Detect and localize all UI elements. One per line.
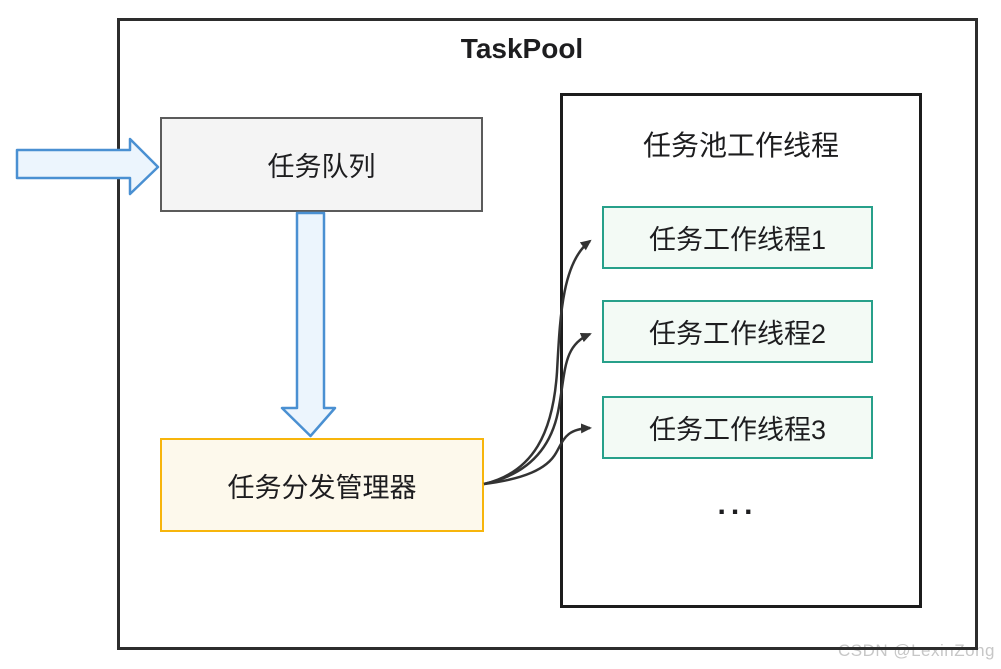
dispatch-manager-label: 任务分发管理器 [227, 472, 417, 503]
task-queue-label: 任务队列 [267, 152, 376, 182]
dispatch-manager-box: 任务分发管理器 [160, 438, 484, 532]
worker-thread-3-box: 任务工作线程3 [602, 396, 873, 459]
worker-thread-3-label: 任务工作线程3 [648, 415, 827, 445]
worker-thread-2-label: 任务工作线程2 [648, 319, 827, 349]
task-queue-box: 任务队列 [160, 117, 483, 212]
worker-pool-title: 任务池工作线程 [642, 130, 839, 161]
worker-thread-1-label: 任务工作线程1 [648, 225, 827, 255]
taskpool-container-box [117, 18, 978, 650]
worker-thread-2-box: 任务工作线程2 [602, 300, 873, 363]
watermark: CSDN @LexinZong [837, 641, 995, 660]
worker-thread-1-box: 任务工作线程1 [602, 206, 873, 269]
more-workers-ellipsis: ... [717, 488, 758, 521]
diagram-title: TaskPool [460, 33, 584, 64]
